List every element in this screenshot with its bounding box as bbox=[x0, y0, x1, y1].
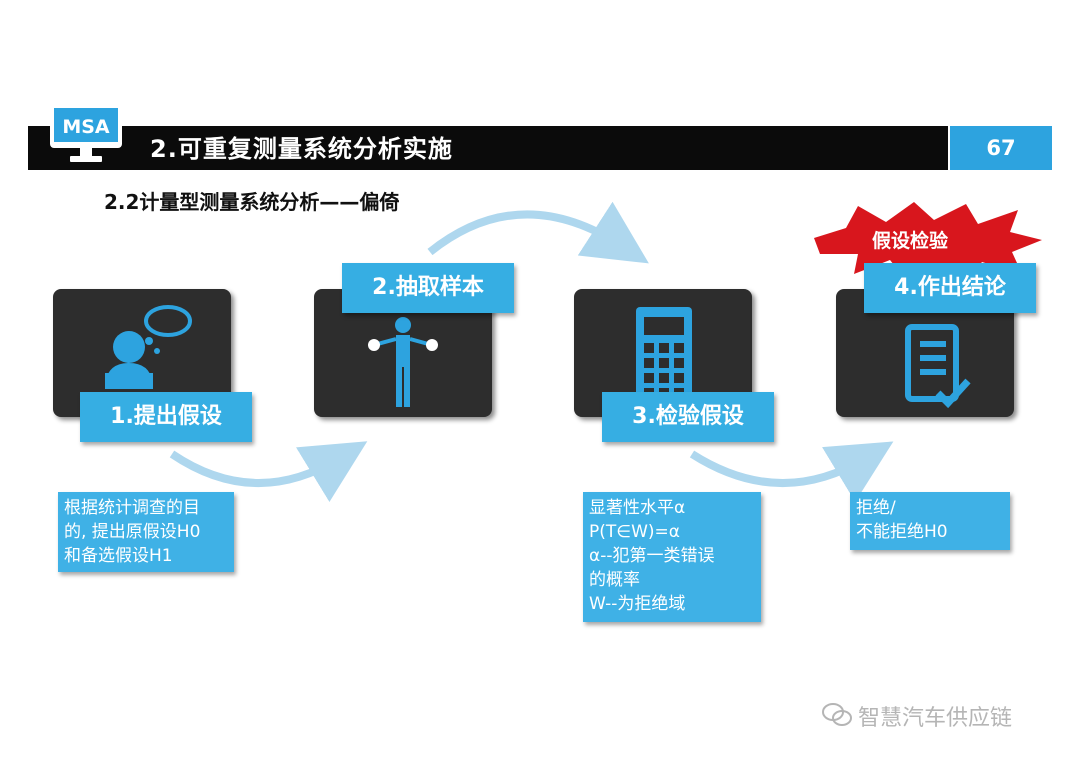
arrow-step2-to-step3 bbox=[427, 201, 649, 264]
section-title: 2.2计量型测量系统分析——偏倚 bbox=[104, 190, 400, 214]
person-holding-samples-icon bbox=[368, 317, 438, 407]
header-bar bbox=[28, 126, 948, 170]
step4-label: 4.作出结论 bbox=[864, 263, 1036, 313]
step3-note-line: α--犯第一类错误 bbox=[589, 546, 715, 566]
step4-note-line: 不能拒绝H0 bbox=[856, 522, 948, 542]
step4-note: 拒绝/ 不能拒绝H0 bbox=[850, 492, 1010, 550]
watermark: 智慧汽车供应链 bbox=[858, 706, 1013, 731]
step3-note-line: W--为拒绝域 bbox=[589, 594, 686, 614]
arrow-step3-to-step4 bbox=[689, 441, 894, 502]
checklist-document-icon bbox=[905, 324, 971, 409]
wechat-icon bbox=[822, 703, 852, 726]
step1-note: 根据统计调查的目 的, 提出原假设H0 和备选假设H1 bbox=[58, 492, 234, 572]
step3-label: 3.检验假设 bbox=[602, 392, 774, 442]
step1-note-line: 根据统计调查的目 bbox=[64, 498, 200, 518]
step3-note-line: P(T∈W)=α bbox=[589, 522, 680, 542]
logo-label: MSA bbox=[62, 116, 110, 138]
step1-note-line: 和备选假设H1 bbox=[64, 546, 173, 566]
step1-label: 1.提出假设 bbox=[80, 392, 252, 442]
page-number: 67 bbox=[950, 126, 1052, 170]
page-title: 2.可重复测量系统分析实施 bbox=[150, 135, 453, 163]
monitor-icon bbox=[50, 104, 122, 162]
thinking-person-icon bbox=[105, 305, 192, 389]
step3-note: 显著性水平α P(T∈W)=α α--犯第一类错误 的概率 W--为拒绝域 bbox=[583, 492, 761, 622]
arrow-step1-to-step2 bbox=[169, 441, 368, 502]
step3-note-line: 显著性水平α bbox=[589, 498, 686, 518]
burst-badge bbox=[814, 202, 1042, 282]
step2-label: 2.抽取样本 bbox=[342, 263, 514, 313]
step1-note-line: 的, 提出原假设H0 bbox=[64, 522, 201, 542]
step3-note-line: 的概率 bbox=[589, 570, 640, 590]
burst-label: 假设检验 bbox=[872, 230, 949, 252]
step4-note-line: 拒绝/ bbox=[856, 498, 896, 518]
